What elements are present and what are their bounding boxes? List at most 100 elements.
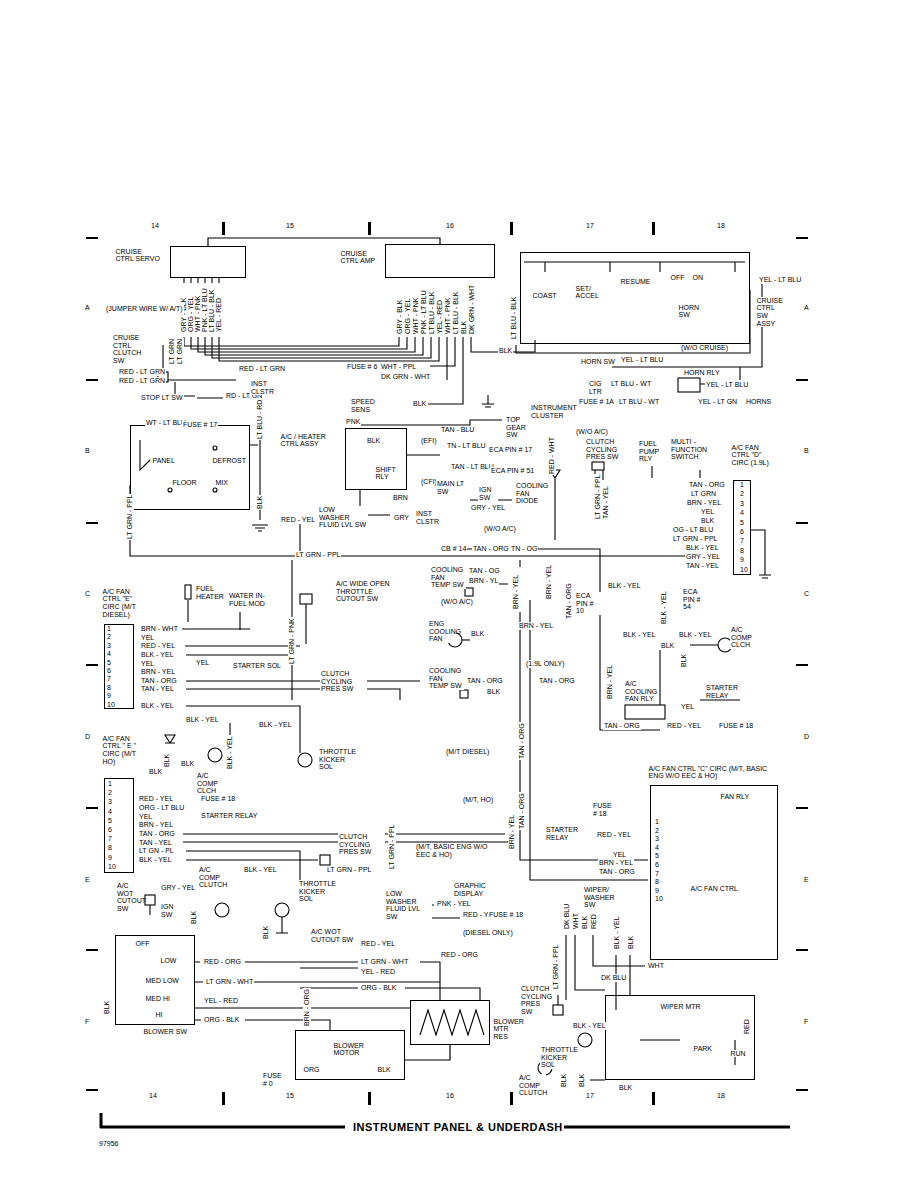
diagram-label: 3 xyxy=(654,835,660,843)
diagram-label: CLUTCH CYCLING PRES SW xyxy=(520,985,550,1016)
wires xyxy=(130,262,771,1080)
diagram-label: 2 xyxy=(107,789,113,797)
diagram-label: LT GRN - PPL xyxy=(295,551,341,559)
diagram-label: TAN - LT BLU xyxy=(450,463,495,471)
diagram-label: 2 xyxy=(654,827,660,835)
component-label: COAST xyxy=(532,292,558,300)
diagram-label: 15 xyxy=(285,1092,295,1100)
wire-color-label: BLK xyxy=(460,320,468,335)
diagram-label: 5 xyxy=(739,519,745,527)
diagram-label: 7 xyxy=(654,870,660,878)
diagram-label: 18 xyxy=(716,1092,726,1100)
diagram-label: A/C COMP CLUTCH xyxy=(198,866,228,889)
diagram-label: OG - LT BLU xyxy=(672,526,714,534)
wire-color-label: BLK - YEL xyxy=(226,735,234,770)
diagram-label: 3 xyxy=(106,642,112,650)
wire-color-label: BRN - ORG xyxy=(303,988,311,1027)
diagram-label: (W/O CRUISE) xyxy=(680,344,729,352)
diagram-label: (W/O A/C) xyxy=(575,428,609,436)
diagram-label: 14 xyxy=(150,222,160,230)
diagram-label: 1 xyxy=(106,625,112,633)
diagram-label: CLUTCH CYCLING PRES SW xyxy=(338,833,385,856)
diagram-label: BLK - YEL xyxy=(622,631,657,639)
diagram-label: 97956 xyxy=(98,1140,119,1148)
diagram-label: (1.9L ONLY) xyxy=(525,660,566,668)
wire-color-label: BLK xyxy=(581,915,589,930)
diagram-label: A xyxy=(803,304,810,312)
wire-color-label: WHT - PNK xyxy=(444,297,452,335)
wire-color-label: BLK xyxy=(578,1073,586,1088)
diagram-label: TAN - ORG xyxy=(138,830,176,838)
wire-color-label: TAN - ORG xyxy=(565,582,573,620)
wire-color-label: BLK xyxy=(680,653,688,668)
wire-color-label: BLK xyxy=(256,495,264,510)
diagram-label: YEL - LT BLU xyxy=(758,276,802,284)
diagram-label: (M/T DIESEL) xyxy=(445,748,490,756)
diagram-label: BLK xyxy=(660,642,675,650)
wire-color-label: YEL - RED xyxy=(215,297,223,333)
wire-color-label: BRN - YEL xyxy=(512,574,520,610)
diagram-label: FUSE # 17 xyxy=(182,421,218,429)
diagram-label: YEL - RED xyxy=(203,997,239,1005)
diagram-label: BLK xyxy=(700,517,715,525)
component-box: CRUISE CTRL SERVO xyxy=(170,246,246,278)
diagram-label: 2 xyxy=(739,490,745,498)
diagram-label: TN - LT BLU xyxy=(446,442,487,450)
diagram-label: (M/T, BASIC ENG W/O EEC & HO) xyxy=(415,843,497,858)
diagram-label: 18 xyxy=(716,222,726,230)
diagram-label: F xyxy=(84,1018,90,1026)
diagram-label: TAN - ORG xyxy=(140,677,178,685)
component-box: COASTSET/ ACCELRESUMEOFFONHORN SWCRUISE … xyxy=(520,252,750,344)
diagram-label: 2 xyxy=(106,633,112,641)
diagram-label: TAN - ORG xyxy=(466,677,504,685)
diagram-label: BLK xyxy=(412,400,427,408)
diagram-label: 6 xyxy=(654,861,660,869)
wire-color-label: BLK - YEL xyxy=(613,915,621,950)
diagram-label: LOW WASHER FLUID LVL SW xyxy=(318,506,368,529)
component-label: BLK xyxy=(377,1066,392,1074)
diagram-label: 8 xyxy=(106,684,112,692)
diagram-label: INST CLSTR xyxy=(415,510,443,525)
component-label: HORN SW xyxy=(678,304,702,319)
wire-color-label: LT GRN - PPL xyxy=(388,824,396,870)
component-box: A/C FAN CTRL "C" CIRC (M/T, BASIC ENG W/… xyxy=(650,785,778,960)
diagram-label: RED - YEL xyxy=(360,940,396,948)
diagram-label: 5 xyxy=(106,659,112,667)
wire-color-label: WHT xyxy=(572,912,580,930)
diagram-label: BLK - YEL xyxy=(572,1022,607,1030)
diagram-label: INST CLSTR xyxy=(250,380,274,395)
diagram-label: BRN - YEL xyxy=(686,499,722,507)
diagram-label: HORN SW xyxy=(580,358,616,366)
page-banner: INSTRUMENT PANEL & UNDERDASH xyxy=(352,1121,564,1133)
diagram-label: B xyxy=(84,447,91,455)
wire-color-label: GRY - BLK xyxy=(396,299,404,335)
diagram-label: RED - LT GRN xyxy=(118,377,166,385)
diagram-label: FUSE # 18 xyxy=(488,911,524,919)
diagram-label: 15 xyxy=(285,222,295,230)
component-label: OFF xyxy=(135,940,151,948)
diagram-label: C xyxy=(803,590,810,598)
diagram-label: A/C COMP CLCH xyxy=(730,626,758,649)
diagram-label: (W/O A/C) xyxy=(483,525,517,533)
diagram-label: 6 xyxy=(107,826,113,834)
diagram-label: YEL xyxy=(140,660,155,668)
diagram-label: YEL xyxy=(138,813,153,821)
wire-color-label: WHT - PNK xyxy=(412,297,420,335)
diagram-label: WATER IN-FUEL MOD xyxy=(228,592,266,607)
wire-connector xyxy=(405,1045,450,1060)
diagram-label: A/C WIDE OPEN THROTTLE CUTOUT SW xyxy=(335,580,392,603)
diagram-label: WT - LT BLU xyxy=(145,419,187,427)
diagram-label: A xyxy=(84,304,91,312)
wire-color-label: DK GRN - WHT xyxy=(468,284,476,335)
diagram-label: D xyxy=(84,733,91,741)
diagram-label: 8 xyxy=(739,547,745,555)
diagram-label: (EFI) xyxy=(420,437,438,445)
diagram-label: DK BLU xyxy=(600,974,627,982)
diagram-label: STARTER RELAY xyxy=(705,684,739,699)
component-label: OFF xyxy=(670,274,686,282)
diagram-label: 4 xyxy=(107,808,113,816)
diagram-label: BRN - YEL xyxy=(138,821,174,829)
diagram-label: IGN SW xyxy=(478,486,498,501)
diagram-label: 9 xyxy=(107,854,113,862)
diagram-label: ECA PIN # 17 xyxy=(488,446,533,454)
